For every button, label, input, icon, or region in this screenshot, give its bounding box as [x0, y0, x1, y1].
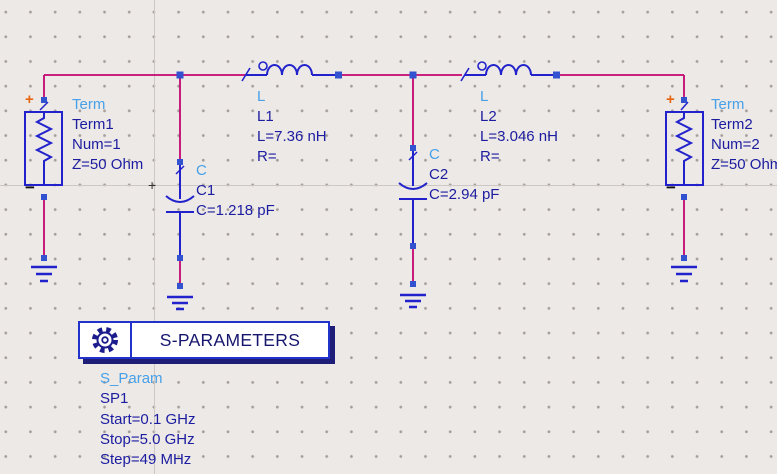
component-param-label[interactable]: L=3.046 nH [480, 128, 558, 145]
pin-node [177, 283, 183, 289]
inductor-dot-icon [258, 61, 268, 71]
s-parameters-controller[interactable]: S-PARAMETERS [78, 321, 330, 359]
inductor-coil [485, 64, 532, 76]
component-param-label[interactable]: Num=2 [711, 136, 760, 153]
c1-symbol[interactable] [165, 159, 195, 311]
c1-labels[interactable]: C C1 C=1.218 pF [196, 161, 275, 221]
pin-tick-icon [39, 101, 49, 111]
ground-icon [400, 293, 426, 309]
wire-junction-node[interactable] [409, 71, 417, 79]
pin-node [681, 255, 687, 261]
l2-symbol[interactable] [460, 61, 560, 82]
pin-node [41, 255, 47, 261]
c2-symbol[interactable] [398, 145, 428, 309]
pin-node [335, 71, 342, 79]
inductor-dot-icon [477, 61, 487, 71]
term1-plus-mark: + [25, 91, 34, 108]
ground-icon [167, 295, 193, 311]
pin-node [41, 97, 47, 103]
component-param-label[interactable]: Z=50 Ohm [711, 156, 777, 173]
term1-symbol[interactable] [24, 97, 63, 283]
ground-icon [31, 265, 57, 283]
component-param-label[interactable]: Z=50 Ohm [72, 156, 144, 173]
component-type-label[interactable]: L [257, 88, 266, 105]
component-name-label[interactable]: C2 [429, 166, 449, 183]
inductor-coil [266, 64, 313, 76]
pin-node [410, 281, 416, 287]
component-name-label[interactable]: Term2 [711, 116, 753, 133]
term2-plus-mark: + [666, 91, 675, 108]
axis-vertical-line [154, 0, 155, 474]
sp-controller-title: S-PARAMETERS [159, 329, 301, 350]
component-name-label[interactable]: Term1 [72, 116, 114, 133]
term2-symbol[interactable] [665, 97, 704, 283]
component-type-label[interactable]: L [480, 88, 489, 105]
term2-labels[interactable]: Term Term2 Num=2 Z=50 Ohm [711, 95, 777, 175]
component-param-label[interactable]: L=7.36 nH [257, 128, 327, 145]
component-type-label[interactable]: C [196, 162, 207, 179]
l1-symbol[interactable] [241, 61, 342, 82]
component-param-label[interactable]: R= [480, 148, 500, 165]
component-type-label[interactable]: C [429, 146, 440, 163]
component-name-label[interactable]: L1 [257, 108, 274, 125]
term1-minus-mark: − [25, 178, 35, 197]
resistor-zigzag [34, 112, 54, 185]
c2-labels[interactable]: C C2 C=2.94 pF [429, 145, 499, 205]
pin-node [553, 71, 560, 79]
pin-node [41, 194, 47, 200]
component-param-label[interactable]: C=1.218 pF [196, 202, 275, 219]
component-param-label[interactable]: R= [257, 148, 277, 165]
component-type-label[interactable]: Term [711, 96, 745, 113]
term2-minus-mark: − [666, 178, 676, 197]
axis-horizontal-line [0, 185, 777, 186]
sp1-labels[interactable]: S_Param SP1 Start=0.1 GHz Stop=5.0 GHz S… [100, 369, 195, 470]
component-type-label[interactable]: Term [72, 96, 106, 113]
component-name-label[interactable]: C1 [196, 182, 216, 199]
wire-junction-node[interactable] [176, 71, 184, 79]
ground-icon [671, 265, 697, 283]
resistor-zigzag [674, 112, 694, 185]
pin-node [681, 97, 687, 103]
grid-origin-mark: + [148, 177, 157, 193]
component-param-label[interactable]: C=2.94 pF [429, 186, 500, 203]
sim-type-label[interactable]: S_Param [100, 370, 163, 387]
component-param-label[interactable]: Num=1 [72, 136, 121, 153]
l2-labels[interactable]: L L2 L=3.046 nH R= [480, 87, 558, 167]
pin-node [410, 243, 416, 249]
sim-param-label[interactable]: Step=49 MHz [100, 451, 192, 469]
pin-node [410, 145, 416, 151]
term1-labels[interactable]: Term Term1 Num=1 Z=50 Ohm [72, 95, 143, 175]
capacitor-curved-plate [165, 195, 195, 203]
pin-node [681, 194, 687, 200]
pin-node [177, 255, 183, 261]
sim-name-label[interactable]: SP1 [100, 390, 129, 408]
component-name-label[interactable]: L2 [480, 108, 497, 125]
l1-labels[interactable]: L L1 L=7.36 nH R= [257, 87, 327, 167]
sim-param-label[interactable]: Start=0.1 GHz [100, 410, 196, 428]
wire-net[interactable] [43, 74, 685, 286]
gear-icon [80, 323, 132, 357]
pin-tick-icon [680, 101, 689, 111]
pin-node [177, 159, 183, 165]
sim-param-label[interactable]: Stop=5.0 GHz [100, 430, 195, 448]
capacitor-curved-plate [398, 182, 428, 190]
